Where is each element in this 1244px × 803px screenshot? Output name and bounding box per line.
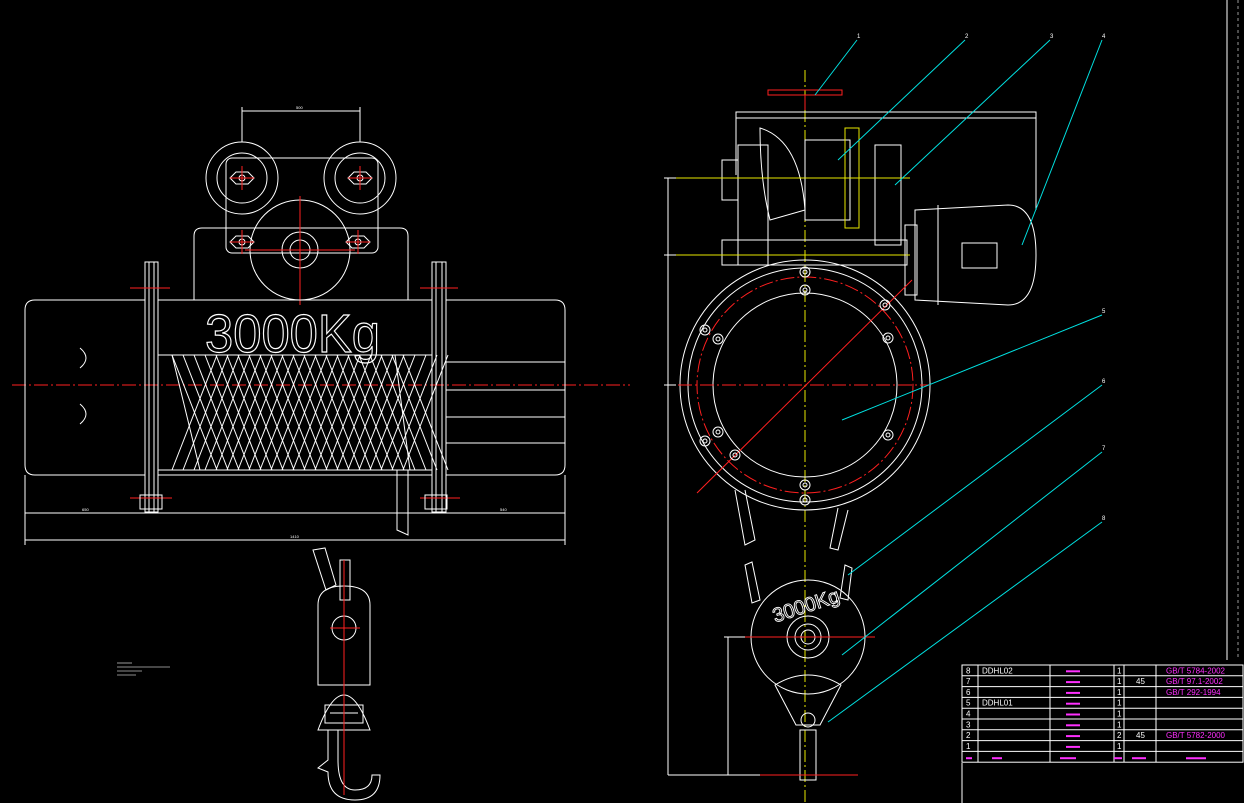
svg-text:45: 45: [1136, 731, 1145, 740]
svg-text:2: 2: [966, 731, 971, 740]
balloon-number: 4: [1102, 34, 1106, 40]
balloon-number: 6: [1102, 379, 1106, 385]
svg-text:1: 1: [1117, 688, 1122, 697]
svg-text:1: 1: [966, 742, 971, 751]
svg-text:DDHL01: DDHL01: [982, 699, 1013, 708]
svg-text:1: 1: [1117, 699, 1122, 708]
svg-text:540: 540: [500, 507, 507, 512]
bom-row: 7 1 45 GB/T 97.1-2002: [966, 677, 1223, 686]
svg-text:500: 500: [296, 105, 303, 110]
bom-row: 6 1 GB/T 292-1994: [966, 688, 1221, 697]
svg-text:GB/T 5784-2002: GB/T 5784-2002: [1166, 666, 1226, 675]
svg-text:650: 650: [82, 507, 89, 512]
leader-lines: 1 2 3 4 5 6 7 8: [814, 34, 1106, 723]
svg-text:GB/T 292-1994: GB/T 292-1994: [1166, 688, 1221, 697]
svg-text:3: 3: [966, 720, 971, 729]
svg-text:6: 6: [966, 688, 971, 697]
front-view: 3000Kg 650 540 1410 500: [12, 105, 630, 801]
svg-text:7: 7: [966, 677, 971, 686]
svg-text:1: 1: [1117, 710, 1122, 719]
svg-text:DDHL02: DDHL02: [982, 666, 1013, 675]
svg-text:GB/T 97.1-2002: GB/T 97.1-2002: [1166, 677, 1223, 686]
balloon-number: 2: [965, 34, 969, 40]
bom-row: 5 DDHL01 1: [966, 699, 1122, 708]
sheet-border: [961, 0, 1239, 803]
svg-text:45: 45: [1136, 677, 1145, 686]
hook-block-side: 3000Kg: [668, 561, 875, 781]
balloon-number: 3: [1050, 34, 1054, 40]
bom-row: 8 DDHL02 1 GB/T 5784-2002: [966, 666, 1226, 675]
capacity-label: 3000Kg: [205, 304, 380, 364]
svg-text:1: 1: [1117, 666, 1122, 675]
note-text: [117, 662, 170, 676]
svg-text:5: 5: [966, 699, 971, 708]
svg-text:2: 2: [1117, 731, 1122, 740]
svg-text:1: 1: [1117, 720, 1122, 729]
svg-text:1: 1: [1117, 677, 1122, 686]
drum-bolts: [699, 266, 894, 506]
svg-text:GB/T 5782-2000: GB/T 5782-2000: [1166, 731, 1226, 740]
balloon-number: 1: [857, 34, 861, 40]
hook-capacity-label: 3000Kg: [770, 585, 842, 627]
svg-text:4: 4: [966, 710, 971, 719]
svg-text:1: 1: [1117, 742, 1122, 751]
balloon-number: 8: [1102, 516, 1106, 522]
nut-icons: [229, 171, 373, 249]
rope-drum-hatch: [171, 354, 449, 471]
balloon-number: 5: [1102, 309, 1106, 315]
hook-assembly-front: [312, 547, 381, 801]
svg-text:8: 8: [966, 666, 971, 675]
balloon-number: 7: [1102, 446, 1106, 452]
bom-row: 2 2 45 GB/T 5782-2000: [966, 731, 1226, 740]
svg-text:1410: 1410: [290, 534, 300, 539]
